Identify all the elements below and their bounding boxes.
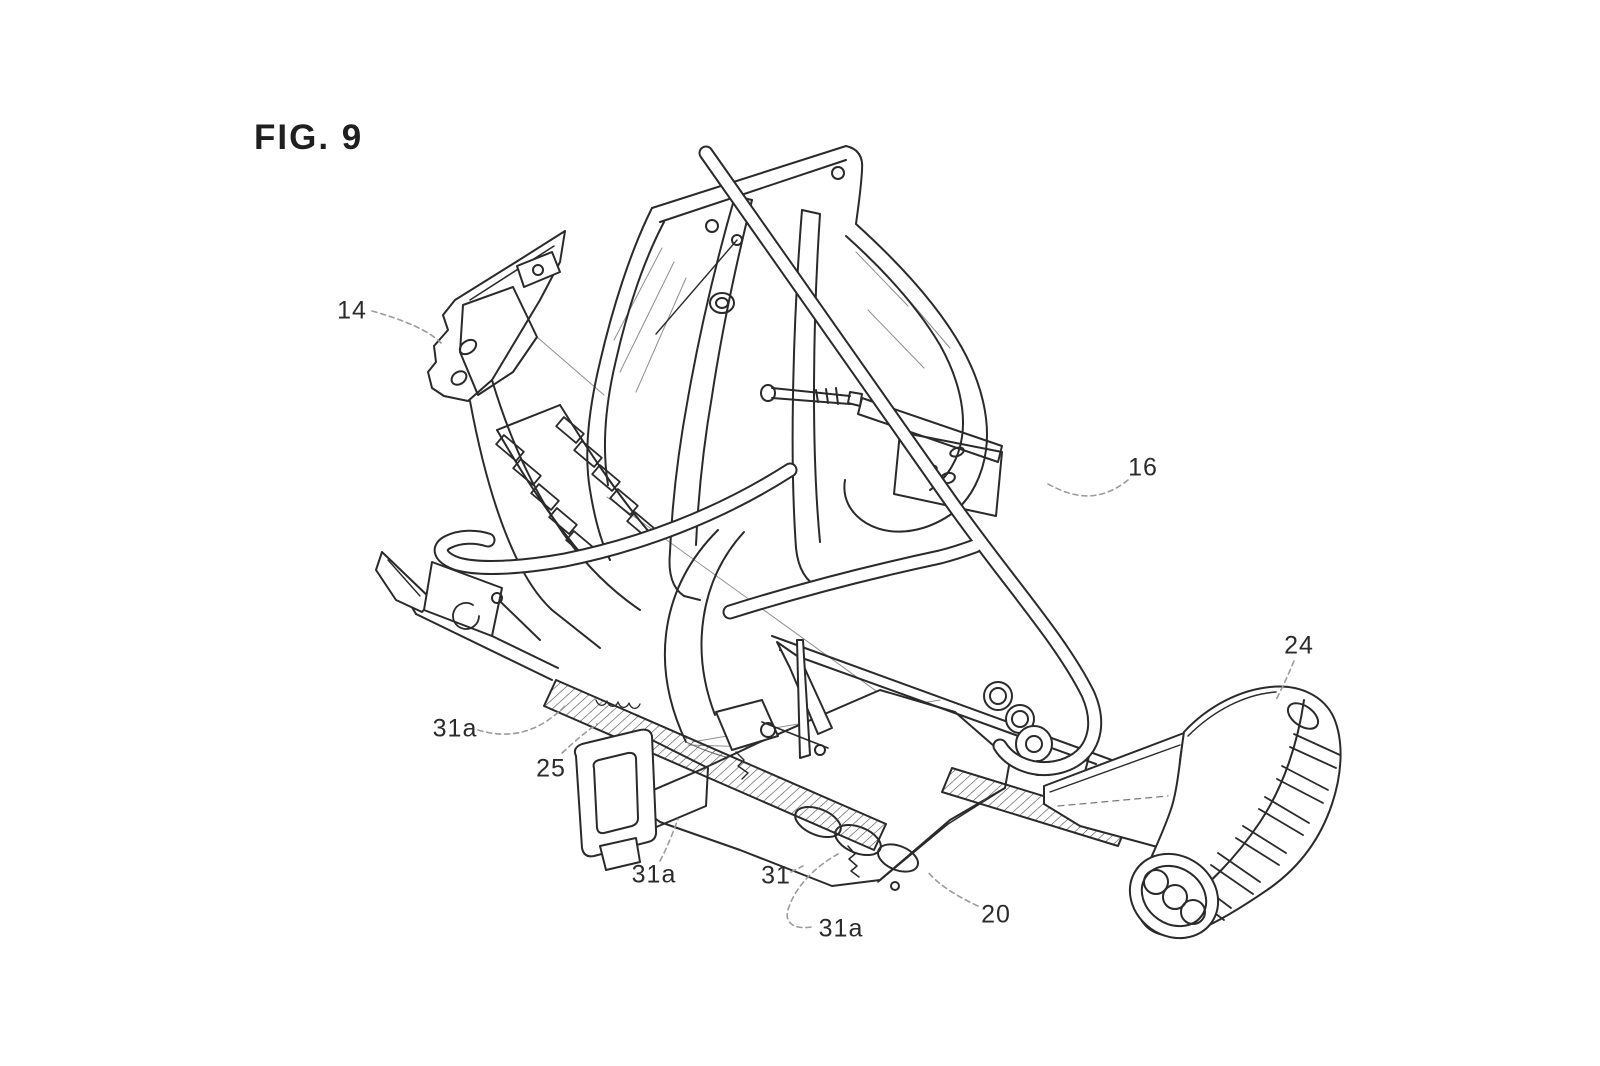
ref-label-20: 20 xyxy=(981,900,1011,929)
ref-label-31a-2: 31a xyxy=(631,860,677,889)
ref-label-24: 24 xyxy=(1284,631,1314,660)
mount-flap xyxy=(427,230,641,649)
figure-title: FIG. 9 xyxy=(254,118,364,157)
square-tube xyxy=(573,728,709,871)
ref-label-31a-3: 31a xyxy=(818,914,864,943)
ref-label-14: 14 xyxy=(337,296,367,325)
support-tubes xyxy=(433,145,1103,777)
leader-lines xyxy=(371,310,1295,929)
foot-pedal xyxy=(1128,685,1342,940)
ref-label-31a-1: 31a xyxy=(432,714,478,743)
ref-label-25: 25 xyxy=(536,754,566,783)
left-carriage xyxy=(375,551,503,637)
ref-label-16: 16 xyxy=(1128,453,1158,482)
ref-label-31: 31 xyxy=(761,861,791,890)
chain-module xyxy=(495,404,656,558)
